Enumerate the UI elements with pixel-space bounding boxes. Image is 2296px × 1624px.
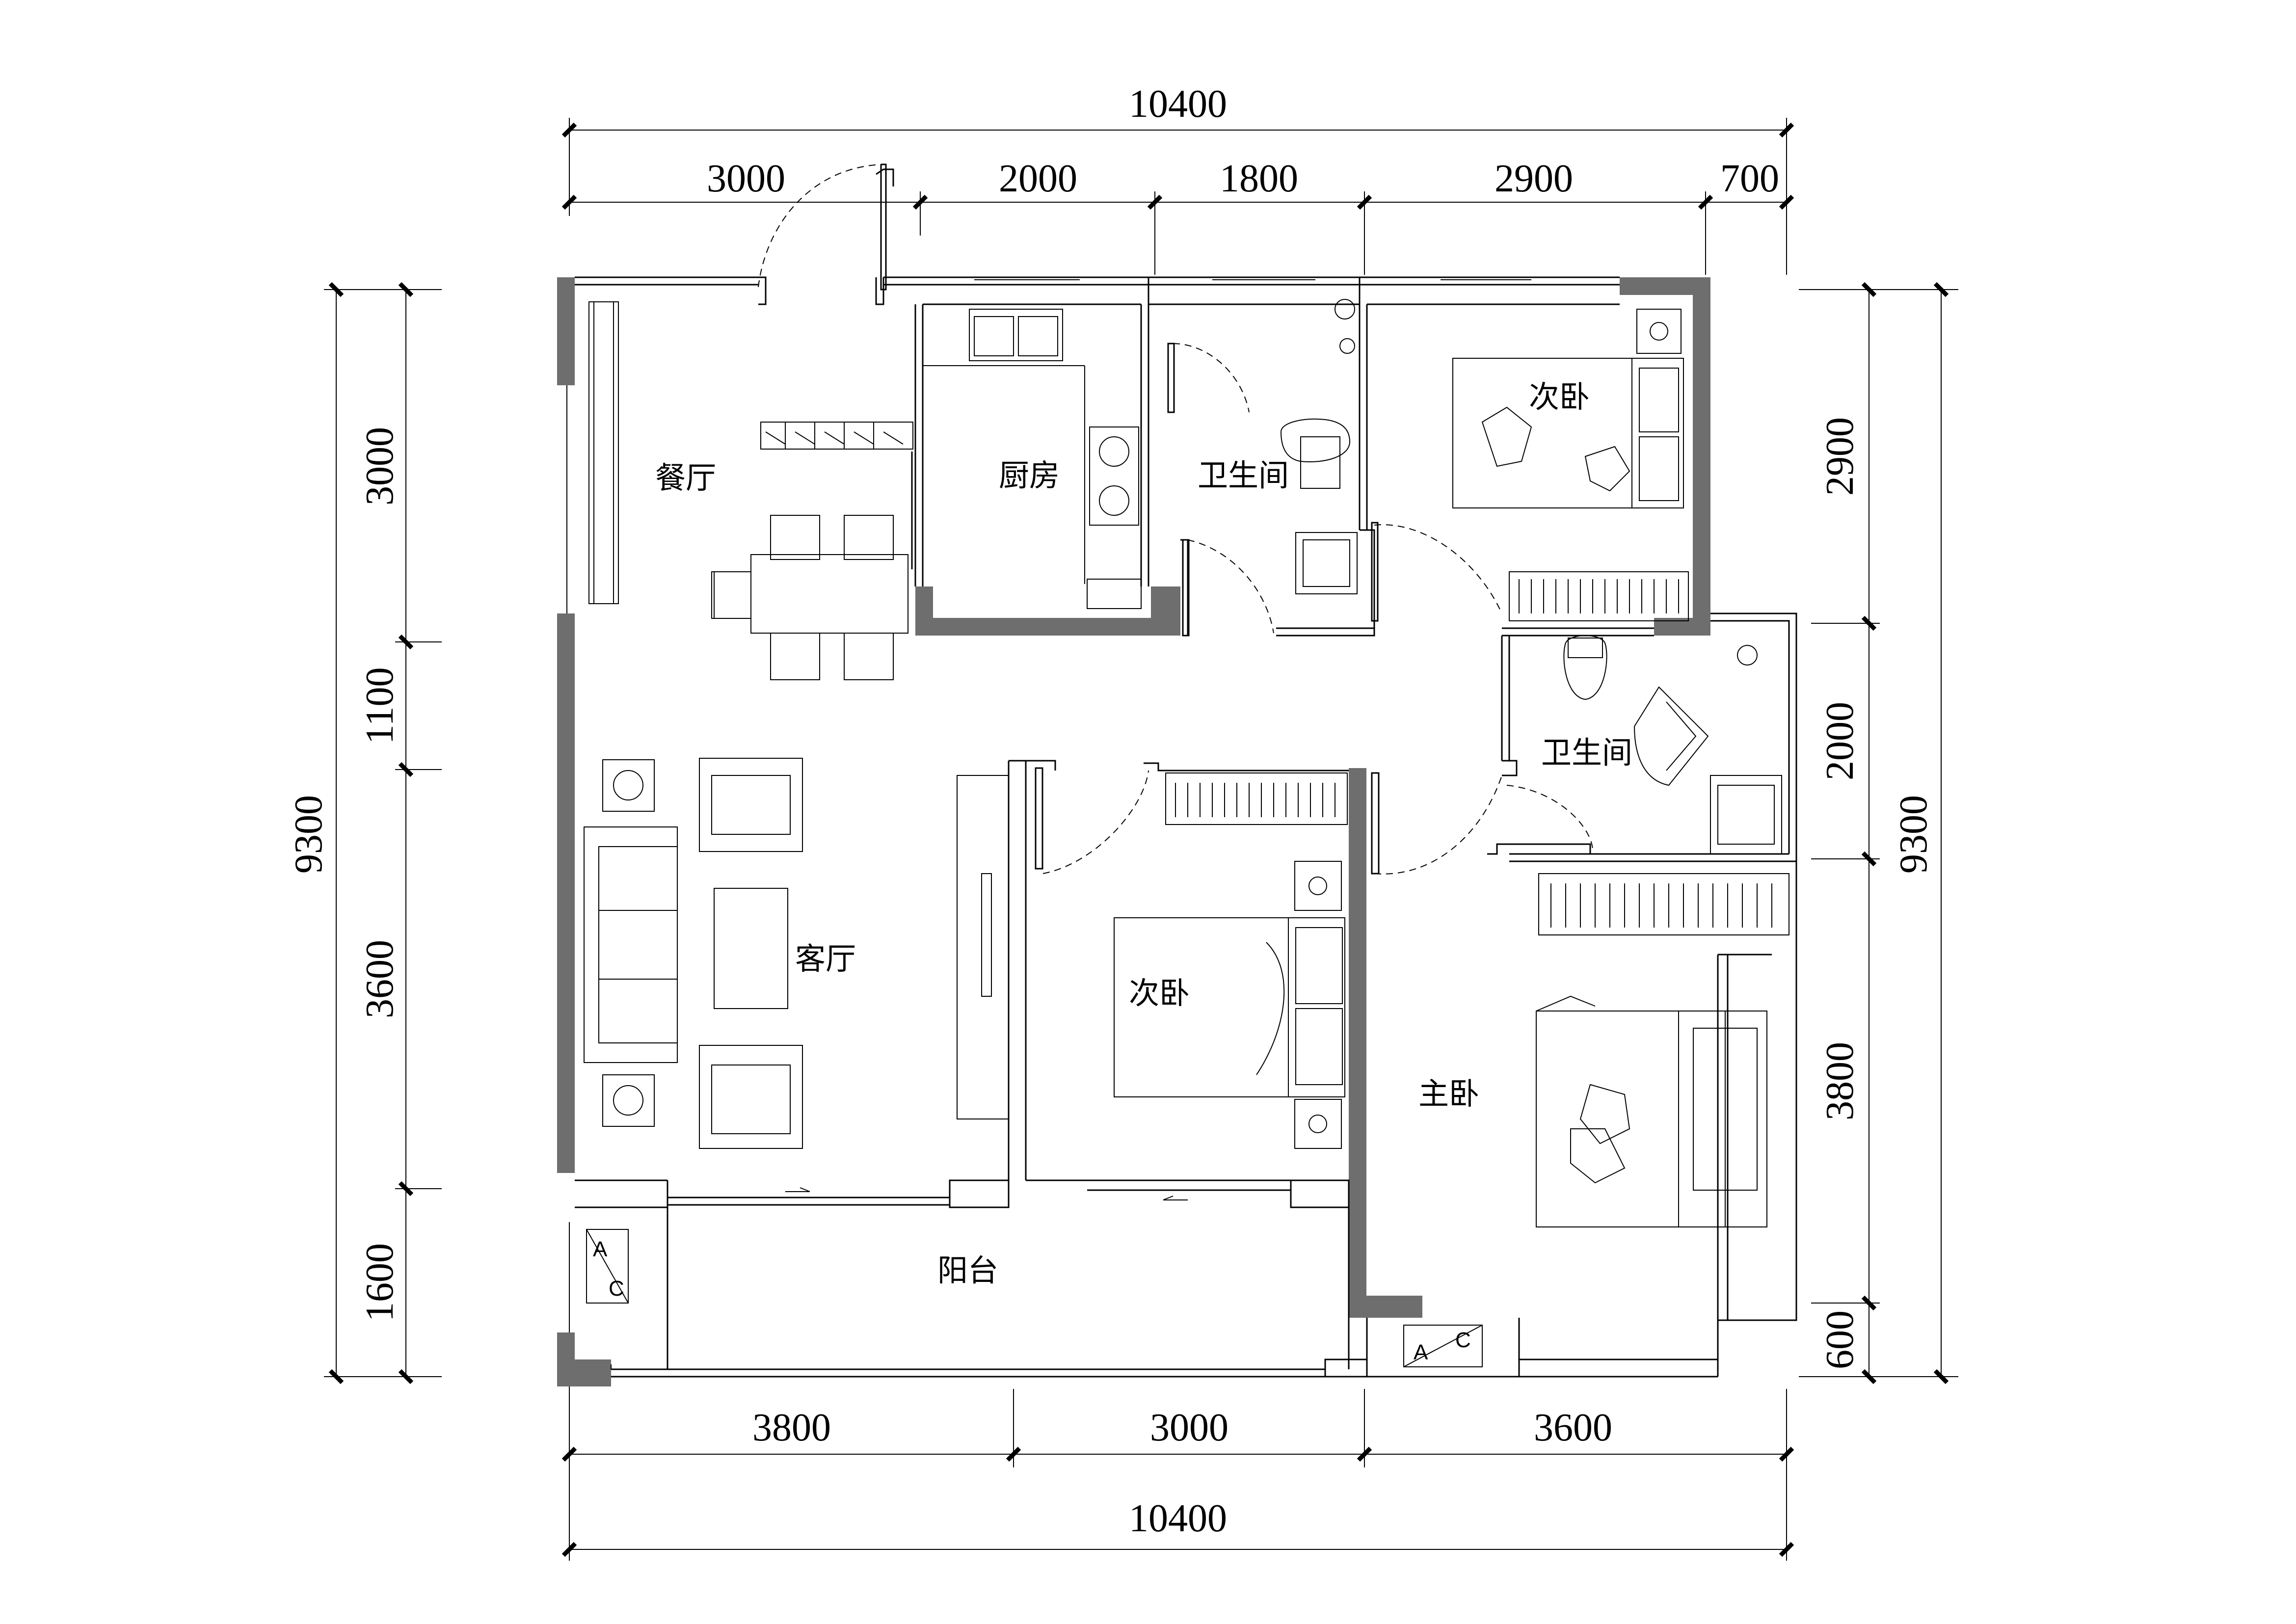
dim-top-4: 2900 [1495, 157, 1573, 200]
room-labels: 餐厅 厨房 卫生间 次卧 卫生间 客厅 次卧 主卧 阳台 [655, 379, 1632, 1288]
dim-bottom-2: 3000 [1150, 1406, 1228, 1449]
dim-left-2: 1100 [358, 667, 401, 744]
ac-letter-c: C [609, 1277, 624, 1301]
dim-top-1: 3000 [707, 157, 785, 200]
dim-top-total: 10400 [1129, 82, 1227, 126]
dim-bottom-1: 3800 [752, 1406, 831, 1449]
ac-unit-master: A C [1403, 1325, 1483, 1367]
dim-right-total: 9300 [1892, 795, 1935, 874]
label-bedroom-ne: 次卧 [1529, 379, 1590, 415]
dimension-lines [324, 118, 1958, 1561]
dim-left-3: 3600 [358, 940, 401, 1018]
dim-top-5: 700 [1720, 157, 1779, 200]
dim-right-3: 3800 [1818, 1042, 1862, 1120]
furniture [584, 299, 1789, 1227]
label-master: 主卧 [1418, 1076, 1479, 1112]
ac-letter-a: A [593, 1237, 608, 1261]
ac-letter-c: C [1455, 1328, 1471, 1352]
label-balcony: 阳台 [937, 1252, 998, 1288]
label-bath-north: 卫生间 [1198, 457, 1289, 493]
label-kitchen: 厨房 [999, 457, 1060, 493]
dim-bottom-total: 10400 [1129, 1497, 1227, 1540]
dim-right-4: 600 [1818, 1310, 1862, 1369]
dim-left-total: 9300 [287, 795, 330, 874]
dim-left-4: 1600 [358, 1243, 401, 1322]
label-bath-east: 卫生间 [1541, 735, 1632, 771]
dim-top-2: 2000 [999, 157, 1077, 200]
dim-right-1: 2900 [1818, 417, 1862, 496]
dimension-labels: 10400 3000 2000 1800 2900 700 3800 3000 … [287, 82, 1935, 1540]
dim-top-3: 1800 [1220, 157, 1298, 200]
label-living: 客厅 [795, 941, 856, 977]
dim-left-1: 3000 [358, 427, 401, 506]
ac-unit-balcony: A C [586, 1229, 629, 1304]
ac-letter-a: A [1414, 1340, 1428, 1364]
doors [758, 163, 1593, 1200]
dim-right-2: 2000 [1818, 702, 1862, 780]
dim-bottom-3: 3600 [1534, 1406, 1612, 1449]
label-dining: 餐厅 [655, 460, 716, 496]
structural-walls [557, 277, 1710, 1386]
label-bedroom-center: 次卧 [1129, 975, 1190, 1011]
walls-outline [566, 276, 1797, 1378]
